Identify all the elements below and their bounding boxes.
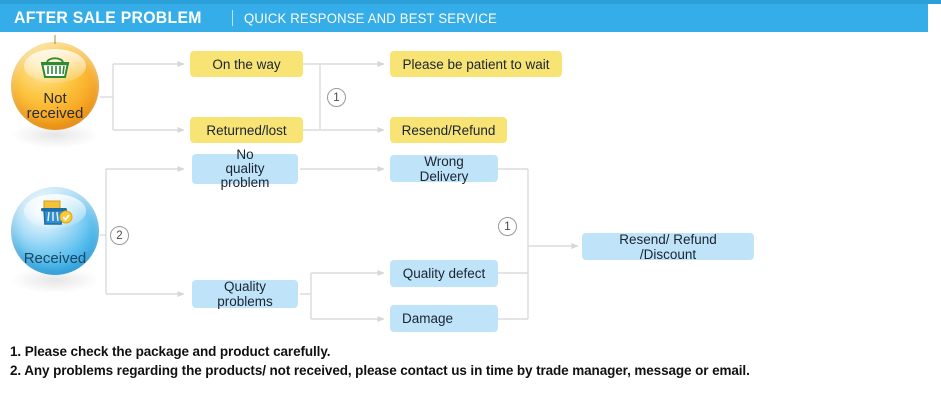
node-quality-defect[interactable]: Quality defect	[390, 260, 498, 287]
node-on-the-way[interactable]: On the way	[190, 51, 303, 77]
page-title: AFTER SALE PROBLEM	[14, 8, 202, 27]
step-marker-1-top: 1	[327, 88, 346, 107]
connector-lines	[100, 61, 579, 322]
badge-label-received: Received	[23, 250, 87, 267]
badge-label-line2: received	[26, 105, 84, 122]
node-quality-problems[interactable]: Quality problems	[192, 279, 298, 309]
node-damage[interactable]: Damage	[390, 305, 498, 332]
header-subtitle: QUICK RESPONSE AND BEST SERVICE	[243, 10, 497, 26]
node-wrong-delivery[interactable]: Wrong Delivery	[390, 154, 498, 184]
badge-label-line1: Not	[43, 90, 67, 107]
node-please-be-patient-to-wait[interactable]: Please be patient to wait	[390, 51, 562, 77]
step-marker-1-bottom: 1	[498, 217, 517, 236]
node-no-quality-problem[interactable]: No quality problem	[192, 148, 298, 190]
shopping-basket-icon	[38, 55, 72, 86]
badge-hook-icon	[54, 35, 56, 44]
top-accent-strip	[0, 0, 941, 4]
badge-received[interactable]: Received	[11, 187, 99, 275]
node-resend-refund[interactable]: Resend/Refund	[390, 117, 507, 143]
footer-notes: 1. Please check the package and product …	[10, 342, 930, 380]
node-returned-lost[interactable]: Returned/lost	[190, 117, 303, 143]
footer-note-1: 1. Please check the package and product …	[10, 344, 331, 359]
header-divider	[231, 10, 233, 26]
footer-note-2: 2. Any problems regarding the products/ …	[10, 363, 750, 378]
step-marker-2: 2	[110, 226, 129, 245]
node-resend-refund-discount[interactable]: Resend/ Refund /Discount	[582, 232, 754, 262]
header-banner: AFTER SALE PROBLEM QUICK RESPONSE AND BE…	[0, 4, 928, 32]
shopping-basket-full-icon	[35, 200, 75, 235]
